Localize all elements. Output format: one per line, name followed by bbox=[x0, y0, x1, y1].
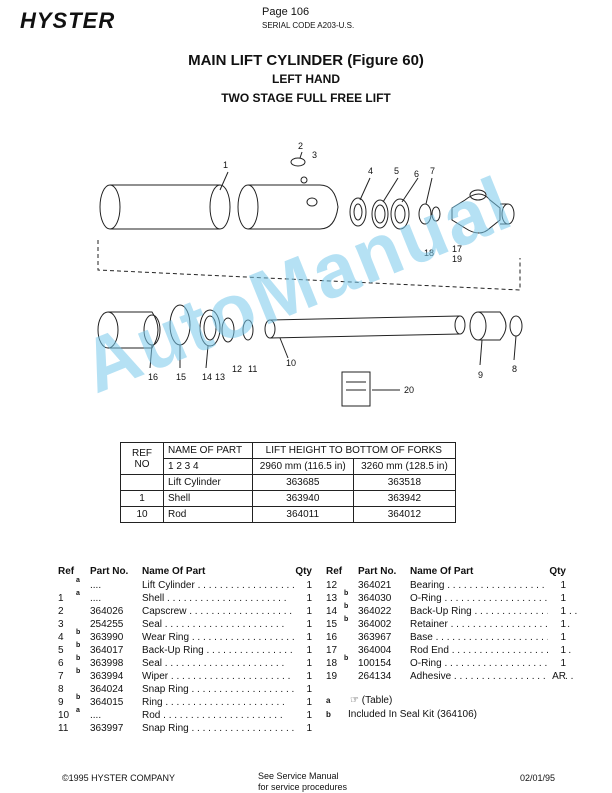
page-subtitle-side: LEFT HAND bbox=[272, 72, 340, 86]
footer-date: 02/01/95 bbox=[520, 773, 556, 783]
callout: 4 bbox=[368, 166, 373, 176]
page-subtitle-type: TWO STAGE FULL FREE LIFT bbox=[221, 91, 391, 105]
callout: 6 bbox=[414, 169, 419, 179]
callout: 16 bbox=[148, 372, 158, 382]
note-a: a☞ (Table) bbox=[326, 695, 393, 706]
callout: 17 bbox=[452, 244, 462, 254]
lift-height-table: REF NO NAME OF PART LIFT HEIGHT TO BOTTO… bbox=[120, 442, 457, 523]
exploded-view-diagram: 1 2 3 4 5 6 7 17 18 19 16 15 14 13 12 11… bbox=[97, 141, 523, 407]
callout: 3 bbox=[312, 150, 317, 160]
callout: 8 bbox=[512, 364, 517, 374]
callout: 2 bbox=[298, 141, 303, 151]
table-lift-header: LIFT HEIGHT TO BOTTOM OF FORKS bbox=[251, 442, 457, 459]
adhesive-can bbox=[341, 371, 371, 407]
parts-header: Ref Part No. Name Of Part Qty bbox=[326, 566, 566, 577]
table-row: Lift Cylinder 363685 363518 bbox=[120, 474, 457, 491]
page-title: MAIN LIFT CYLINDER (Figure 60) bbox=[188, 52, 424, 69]
hyster-logo: HYSTER bbox=[20, 8, 116, 33]
callout: 19 bbox=[452, 254, 462, 264]
callout: 7 bbox=[430, 166, 435, 176]
rod-end-part bbox=[451, 193, 501, 234]
parts-list-left: Ref Part No. Name Of Part Qty a....Lift … bbox=[58, 566, 314, 746]
parts-row: a....Lift Cylinder . . . . . . . . . . .… bbox=[76, 577, 312, 591]
callout: 15 bbox=[176, 372, 186, 382]
table-height-2: 3260 mm (128.5 in) bbox=[352, 458, 457, 475]
page-number: Page 106 bbox=[262, 6, 310, 18]
callout: 1 bbox=[223, 160, 228, 170]
shell-head bbox=[248, 184, 339, 230]
parts-header: Ref Part No. Name Of Part Qty bbox=[58, 566, 312, 577]
callout: 20 bbox=[404, 385, 414, 395]
callout: 9 bbox=[478, 370, 483, 380]
table-row: 1 Shell 363940 363942 bbox=[120, 490, 457, 507]
callout: 11 bbox=[248, 364, 257, 374]
table-height-1: 2960 mm (116.5 in) bbox=[251, 458, 354, 475]
callout: 14 bbox=[202, 372, 212, 382]
table-cols-label: 1 2 3 4 bbox=[163, 458, 253, 475]
callout: 18 bbox=[424, 248, 434, 258]
callout: 12 bbox=[232, 364, 242, 374]
callout: 10 bbox=[286, 358, 296, 368]
serial-code: SERIAL CODE A203-U.S. bbox=[262, 21, 355, 30]
shell-tube-end bbox=[99, 184, 121, 230]
rod-part bbox=[264, 319, 276, 339]
table-ref-header: REF NO bbox=[120, 442, 164, 475]
table-name-header: NAME OF PART bbox=[163, 442, 253, 459]
table-row: 10 Rod 364011 364012 bbox=[120, 506, 457, 523]
capscrew-part bbox=[290, 157, 306, 167]
callout: 5 bbox=[394, 166, 399, 176]
footer-copyright: ©1995 HYSTER COMPANY bbox=[62, 773, 175, 783]
callout: 13 bbox=[215, 372, 225, 382]
ring-part bbox=[478, 311, 507, 341]
